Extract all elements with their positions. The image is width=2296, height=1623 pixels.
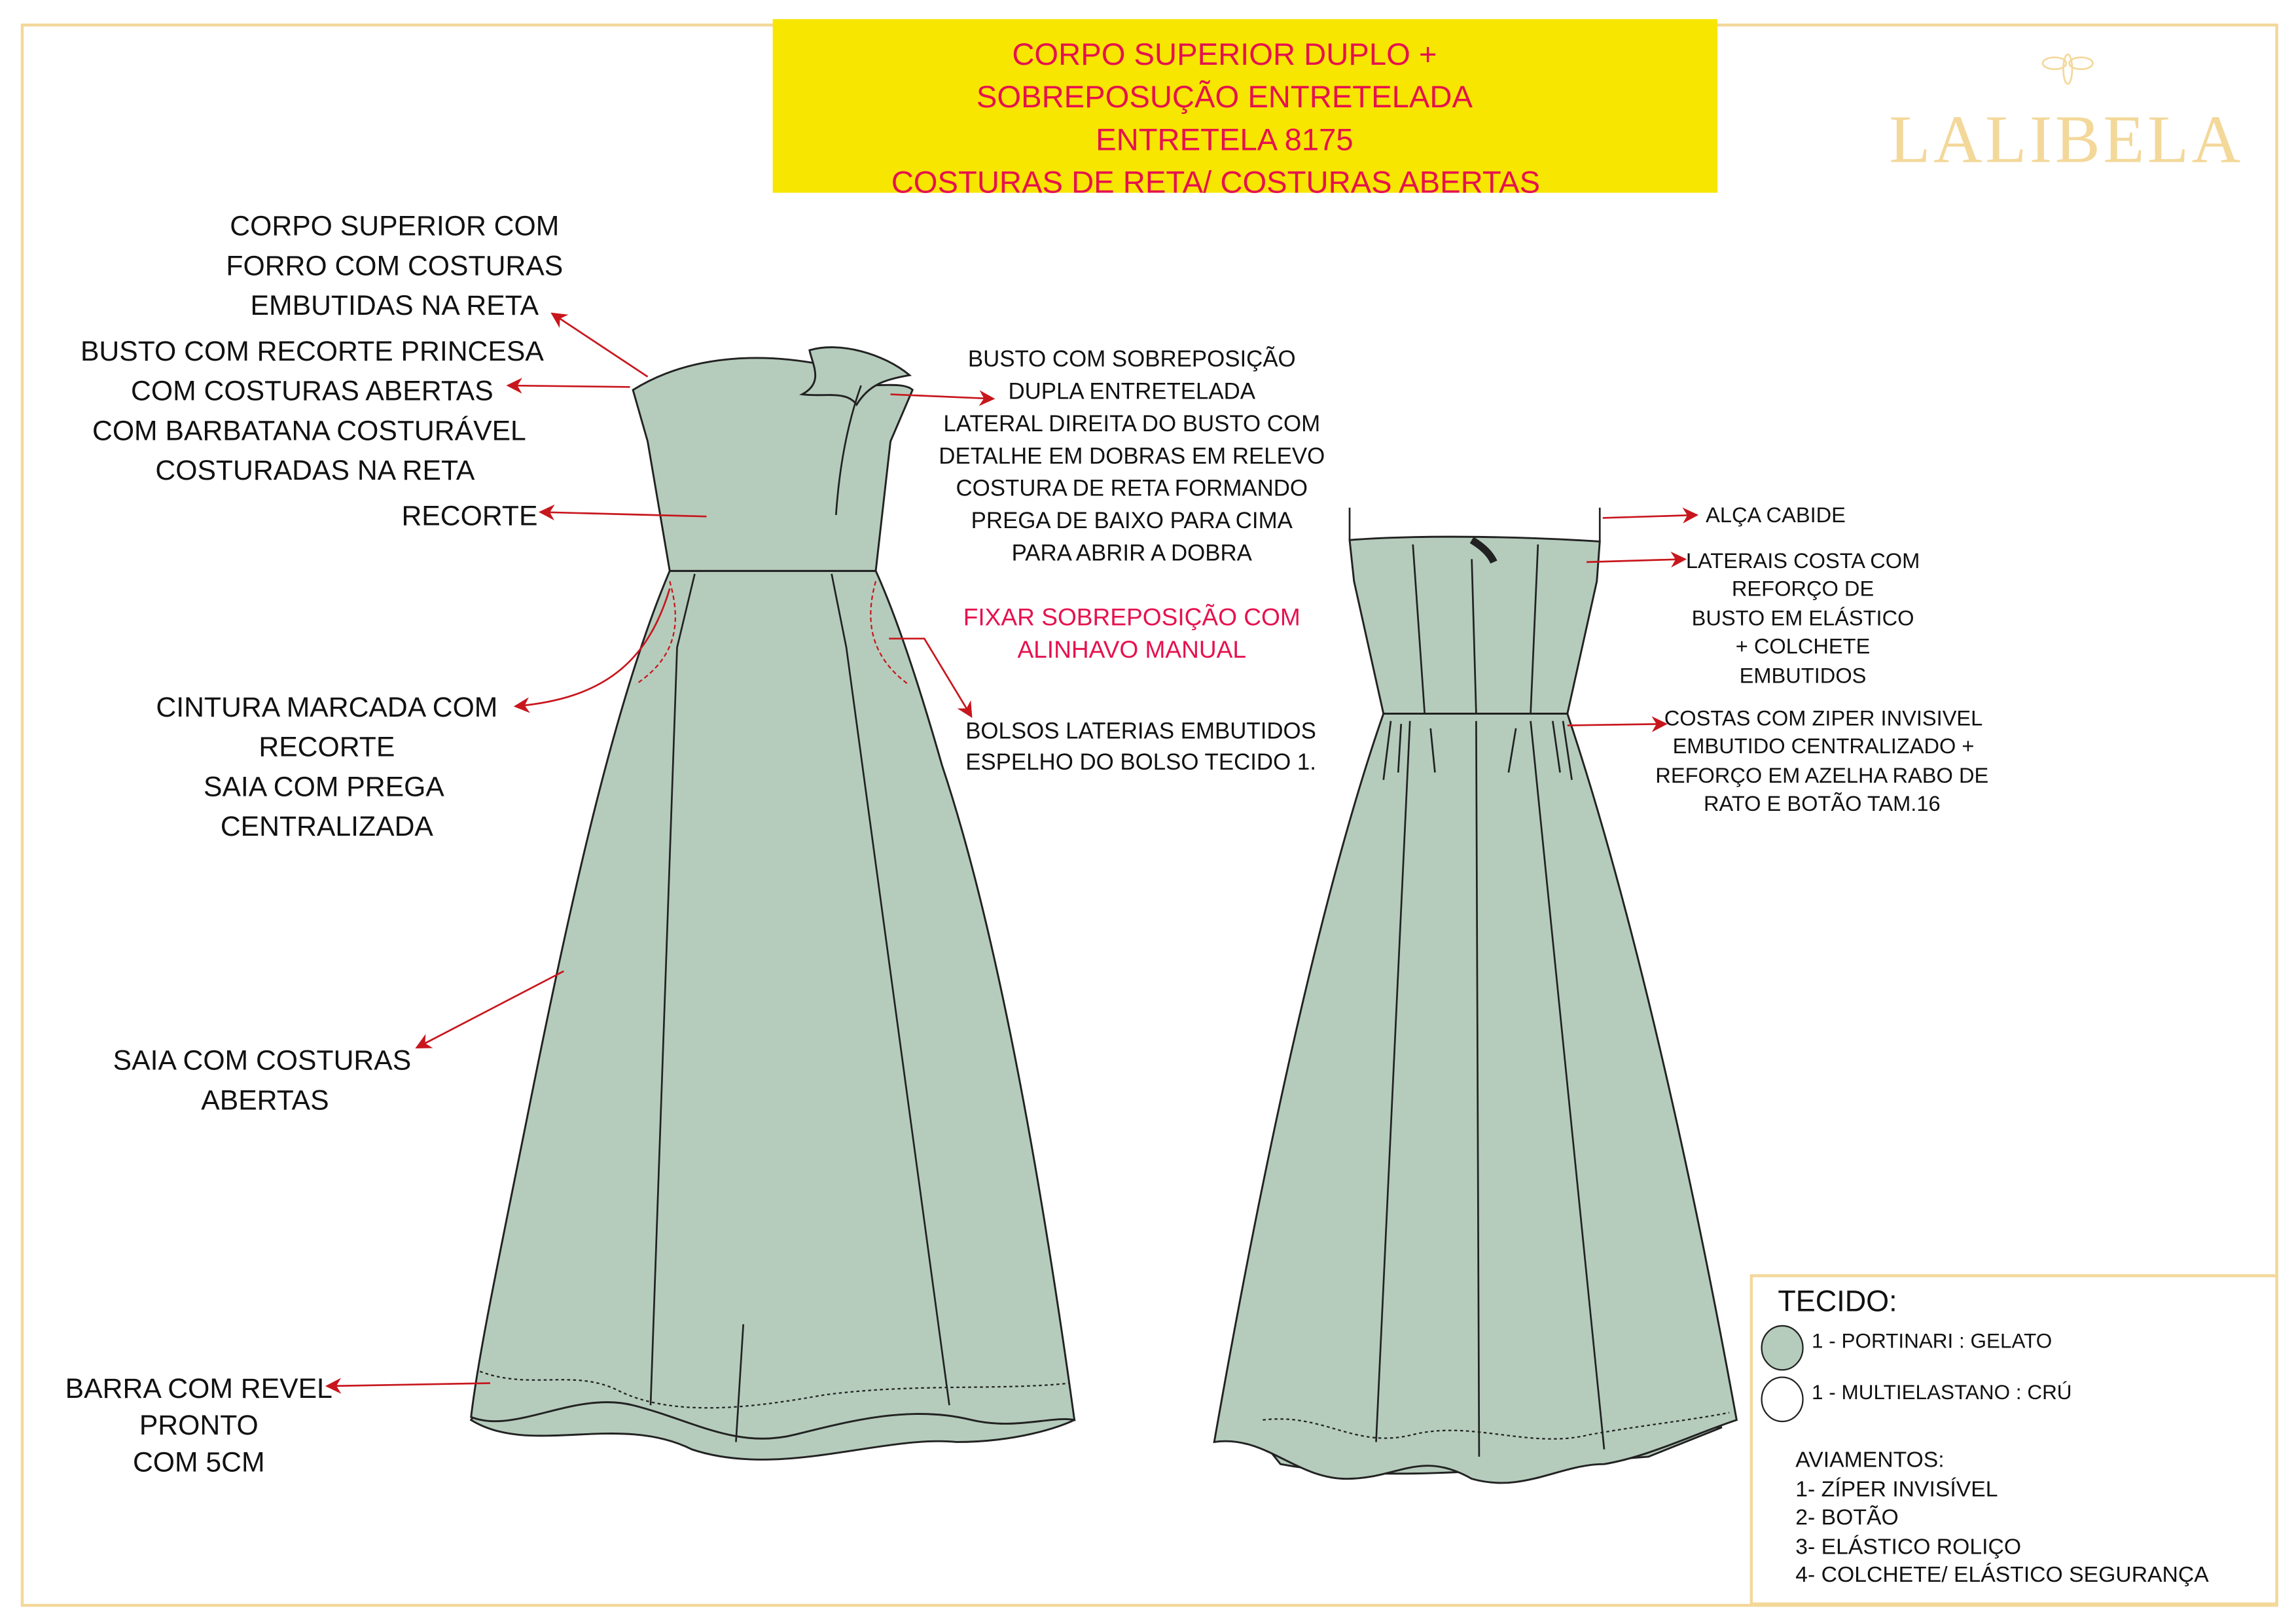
trims-title: AVIAMENTOS: bbox=[1795, 1448, 1944, 1472]
trim-item: 4- COLCHETE/ ELÁSTICO SEGURANÇA bbox=[1795, 1562, 2209, 1587]
brand-logo: LALIBELA bbox=[1889, 102, 2243, 177]
header-line: CORPO SUPERIOR DUPLO + bbox=[1012, 37, 1437, 72]
fabric-title: TECIDO: bbox=[1778, 1284, 1897, 1317]
back-dress-drawing bbox=[1213, 507, 1738, 1484]
trim-item: 3- ELÁSTICO ROLIÇO bbox=[1795, 1534, 2021, 1559]
header-line: COSTURAS DE RETA/ COSTURAS ABERTAS bbox=[891, 166, 1540, 200]
annotation-arrows bbox=[325, 312, 1699, 1394]
note-alca: ALÇA CABIDE bbox=[1706, 503, 1846, 527]
fabric-swatch bbox=[1761, 1325, 1804, 1371]
header-line: ENTRETELA 8175 bbox=[1096, 122, 1354, 157]
fabric-box: TECIDO: 1 - PORTINARI : GELATO 1 - MULTI… bbox=[1749, 1274, 2278, 1606]
note-recorte: RECORTE bbox=[401, 501, 537, 532]
header-box bbox=[772, 19, 1718, 193]
front-dress-drawing bbox=[469, 346, 1076, 1461]
trim-item: 2- BOTÃO bbox=[1795, 1505, 1898, 1529]
bee-icon bbox=[2041, 53, 2094, 85]
fabric-swatch bbox=[1761, 1376, 1804, 1423]
trim-item: 1- ZÍPER INVISÍVEL bbox=[1795, 1477, 1998, 1502]
fabric-item: 1 - PORTINARI : GELATO bbox=[1812, 1330, 2052, 1353]
fabric-item: 1 - MULTIELASTANO : CRÚ bbox=[1812, 1381, 2072, 1404]
header-line: SOBREPOSUÇÃO ENTRETELADA bbox=[977, 79, 1473, 115]
